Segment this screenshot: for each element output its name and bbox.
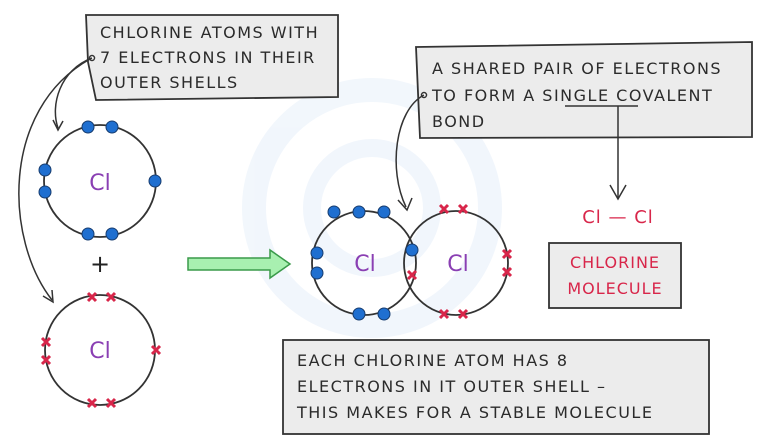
- chlorine-molecule-diagram: Cl Cl: [310, 203, 513, 321]
- stable-note-line-1: EACH CHLORINE ATOM HAS 8: [297, 351, 569, 370]
- molecule-name-line-1: CHLORINE: [570, 253, 660, 272]
- chlorine-atom-crosses: Cl: [40, 291, 162, 409]
- stable-note-box: EACH CHLORINE ATOM HAS 8 ELECTRONS IN IT…: [282, 339, 710, 435]
- stable-note-line-3: THIS MAKES FOR A STABLE MOLECULE: [296, 403, 653, 422]
- plus-sign: +: [90, 250, 110, 278]
- electron-crosses: [40, 291, 162, 409]
- electron-crosses: [406, 203, 513, 320]
- watermark-logo: [242, 78, 502, 338]
- atom-symbol: Cl: [447, 252, 468, 277]
- shared-pair-arrow: [395, 91, 428, 212]
- atom-note-line-3: OUTER SHELLS: [100, 73, 239, 92]
- single-arrow: [609, 106, 627, 201]
- bond-note-box: A SHARED PAIR OF ELECTRONS TO FORM A SIN…: [415, 41, 753, 139]
- chlorine-atom-dots: Cl: [38, 120, 162, 241]
- bond-note-line-3: BOND: [432, 112, 486, 131]
- atom-note-line-1: CHLORINE ATOMS WITH: [100, 23, 319, 42]
- stable-note-line-2: ELECTRONS IN IT OUTER SHELL –: [297, 377, 606, 396]
- molecule-formula: Cl — Cl: [582, 207, 654, 228]
- bond-note-line-2: TO FORM A SINGLE COVALENT: [431, 86, 713, 105]
- atom-symbol: Cl: [89, 339, 110, 364]
- molecule-name-line-2: MOLECULE: [567, 279, 662, 298]
- molecule-name-box: CHLORINE MOLECULE: [548, 242, 682, 309]
- note-arrows: [18, 54, 96, 304]
- atom-note-box: CHLORINE ATOMS WITH 7 ELECTRONS IN THEIR…: [85, 14, 339, 101]
- electron-dots: [310, 205, 419, 321]
- atom-symbol: Cl: [354, 252, 375, 277]
- right-arrow-icon: [187, 248, 292, 280]
- atom-symbol: Cl: [89, 171, 110, 196]
- atom-note-line-2: 7 ELECTRONS IN THEIR: [100, 48, 316, 67]
- electron-dots: [38, 120, 162, 241]
- bond-note-line-1: A SHARED PAIR OF ELECTRONS: [432, 59, 722, 78]
